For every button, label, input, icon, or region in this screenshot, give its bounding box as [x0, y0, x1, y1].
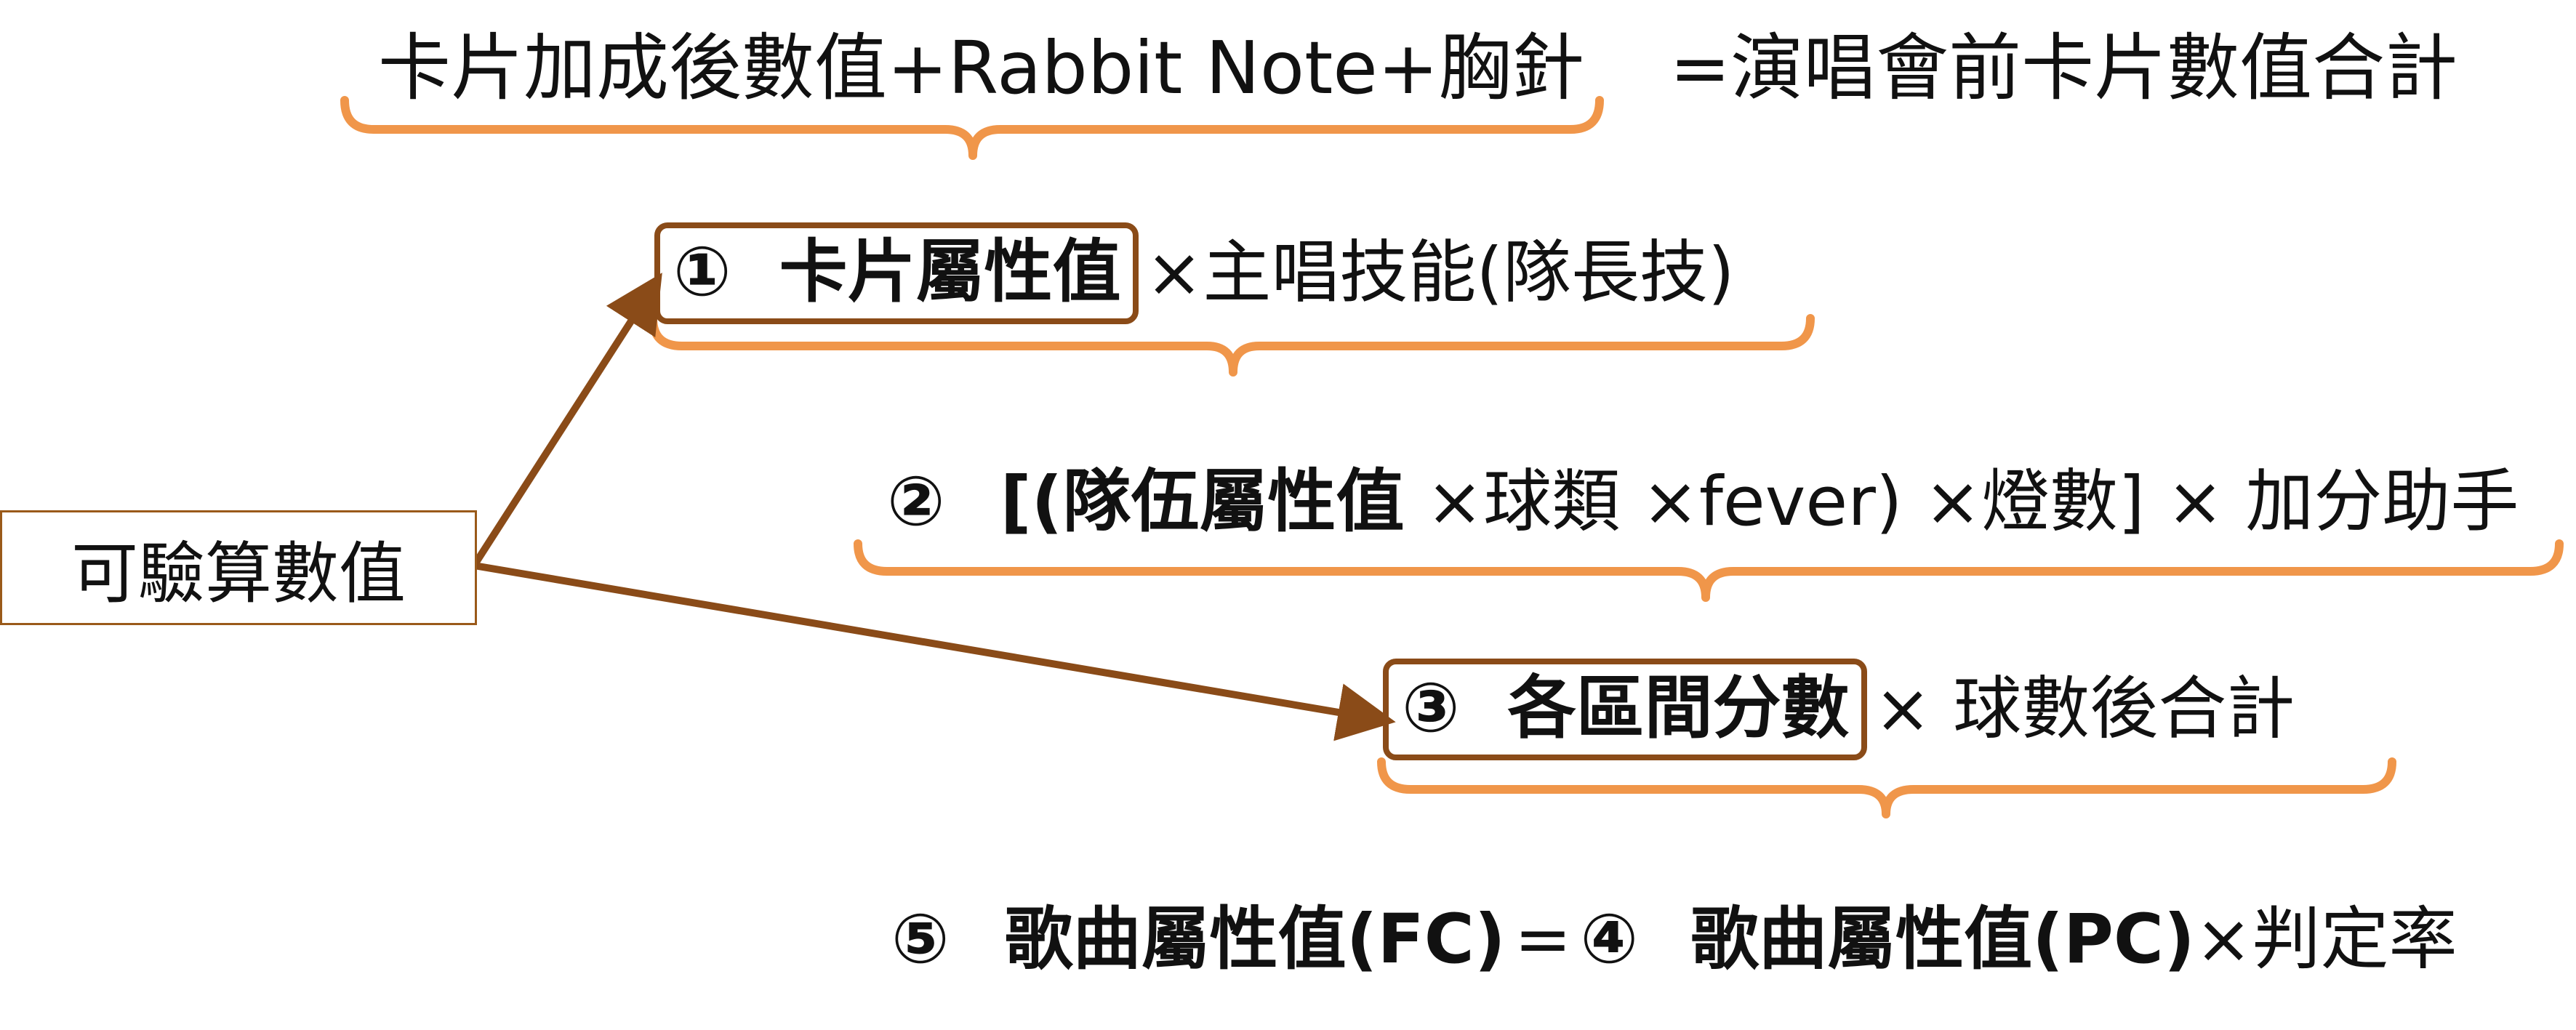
- top-formula-right: =演唱會前卡片數值合計: [1669, 25, 2458, 110]
- item-1-box: ① 卡片屬性值: [654, 222, 1139, 324]
- top-formula-left: 卡片加成後數值+Rabbit Note+胸針: [378, 25, 1584, 110]
- item-5-rest: ×判定率: [2194, 900, 2457, 979]
- item-2-rest: ×球類 ×fever) ×燈數] × 加分助手: [1404, 462, 2519, 542]
- brace-item-3: [1377, 757, 2396, 818]
- arrow-to-item-3: [473, 562, 1396, 741]
- source-box: 可驗算數值: [0, 510, 477, 625]
- item-4-bold-text: 歌曲屬性值(PC): [1690, 900, 2195, 979]
- item-2-bold-text: 隊伍屬性值: [1062, 462, 1405, 542]
- item-1: ① 卡片屬性值 ×主唱技能(隊長技): [654, 222, 1735, 324]
- item-5-equals: =: [1514, 900, 1572, 979]
- item-5-number: ⑤: [891, 900, 950, 979]
- item-2-open-bracket: [(: [1000, 462, 1063, 542]
- item-3: ③ 各區間分數 × 球數後合計: [1383, 659, 2295, 760]
- item-1-number: ①: [673, 233, 731, 312]
- arrow-to-item-1: [470, 273, 662, 568]
- item-1-boxed-text: 卡片屬性值: [779, 233, 1121, 312]
- item-4-number: ④: [1580, 900, 1639, 979]
- item-3-number: ③: [1402, 669, 1460, 748]
- top-formula: 卡片加成後數值+Rabbit Note+胸針 =演唱會前卡片數值合計: [378, 32, 2457, 105]
- item-3-box: ③ 各區間分數: [1383, 659, 1867, 760]
- brace-top-formula: [340, 96, 1604, 160]
- item-1-rest: ×主唱技能(隊長技): [1145, 233, 1735, 313]
- source-box-label: 可驗算數值: [71, 534, 406, 613]
- item-3-rest: × 球數後合計: [1874, 669, 2295, 749]
- item-2-number: ②: [887, 462, 945, 542]
- item-3-boxed-text: 各區間分數: [1507, 669, 1850, 748]
- brace-item-2: [854, 539, 2564, 602]
- item-2: ②[(隊伍屬性值 ×球類 ×fever) ×燈數] × 加分助手: [887, 468, 2519, 536]
- item-5-bold-text: 歌曲屬性值(FC): [1004, 900, 1506, 979]
- brace-item-1: [649, 314, 1815, 377]
